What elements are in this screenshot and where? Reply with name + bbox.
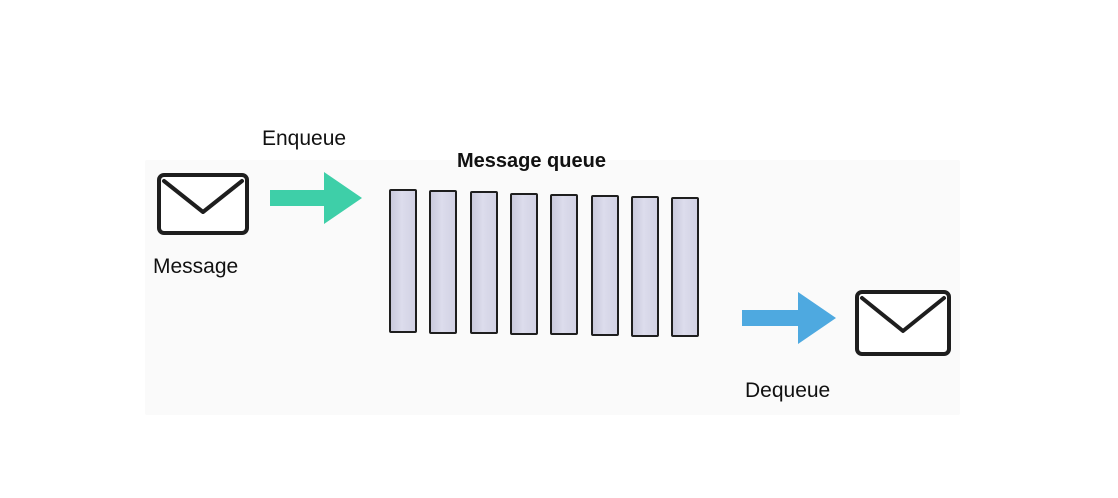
queue-slot	[550, 193, 579, 336]
enqueue-label: Enqueue	[262, 127, 347, 150]
queue-slot	[509, 192, 538, 335]
envelope-icon	[157, 173, 249, 235]
enqueue-arrow-icon	[270, 172, 362, 224]
message-label: Message	[153, 255, 239, 278]
queue-slot	[630, 196, 659, 337]
queue-slot	[671, 197, 700, 338]
message-queue	[389, 186, 709, 338]
dequeue-arrow-icon	[742, 292, 836, 344]
queue-title: Message queue	[457, 150, 606, 172]
queue-slot	[429, 190, 458, 334]
queue-slot	[590, 195, 619, 336]
queue-slot	[389, 189, 417, 333]
dequeue-label: Dequeue	[745, 379, 831, 402]
queue-slot	[469, 191, 498, 335]
envelope-icon	[855, 290, 951, 356]
